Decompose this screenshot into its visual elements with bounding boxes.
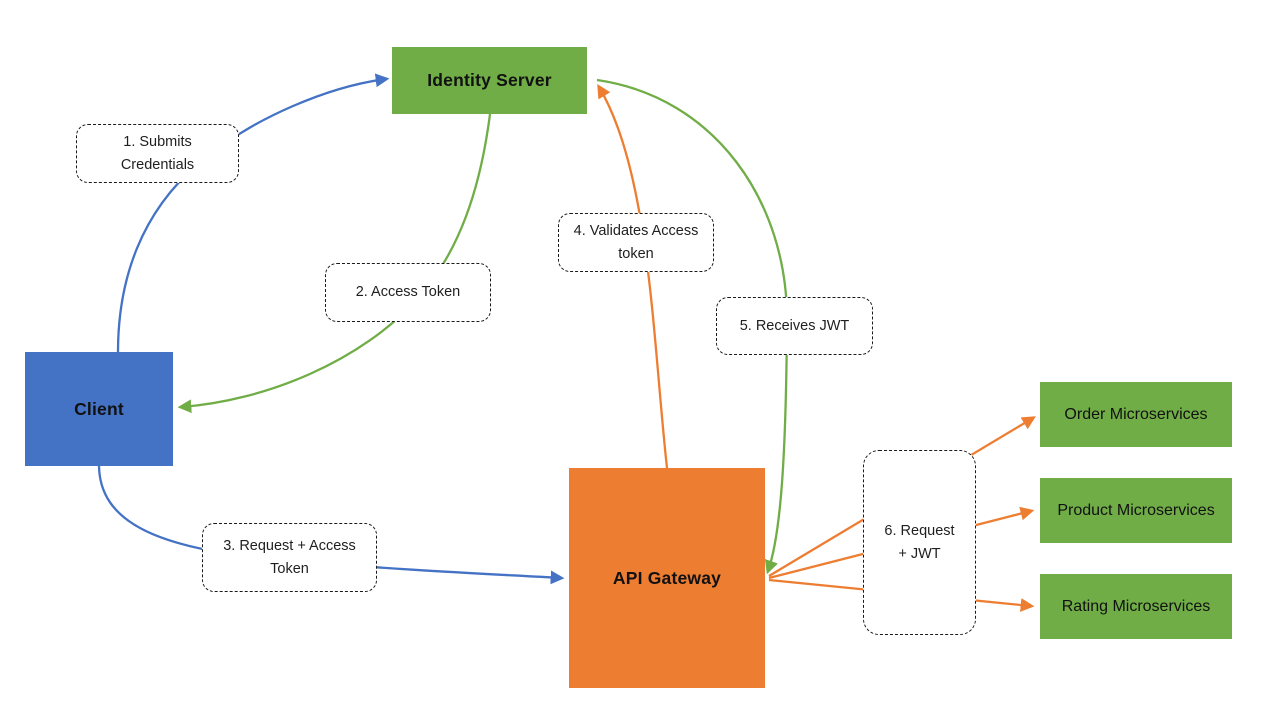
node-product-microservices: Product Microservices [1040,478,1232,543]
step-label-validates-access-token: 4. Validates Access token [558,213,714,272]
node-product-microservices-label: Product Microservices [1057,501,1215,519]
node-identity-server-label: Identity Server [427,70,552,90]
node-api-gateway: API Gateway [569,468,765,688]
step-label-submits-credentials: 1. Submits Credentials [76,124,239,183]
node-order-microservices: Order Microservices [1040,382,1232,447]
node-identity-server: Identity Server [392,47,587,114]
step-label-access-token: 2. Access Token [325,263,491,322]
step-label-receives-jwt: 5. Receives JWT [716,297,873,355]
edge-api-gateway-to-identity-server [597,84,669,469]
node-client-label: Client [74,398,124,419]
step-label-request-access-token: 3. Request + Access Token [202,523,377,592]
node-api-gateway-label: API Gateway [612,567,722,588]
node-order-microservices-label: Order Microservices [1064,405,1208,423]
node-rating-microservices: Rating Microservices [1040,574,1232,639]
node-rating-microservices-label: Rating Microservices [1061,597,1211,615]
node-client: Client [25,352,173,466]
step-label-request-jwt: 6. Request + JWT [863,450,976,635]
